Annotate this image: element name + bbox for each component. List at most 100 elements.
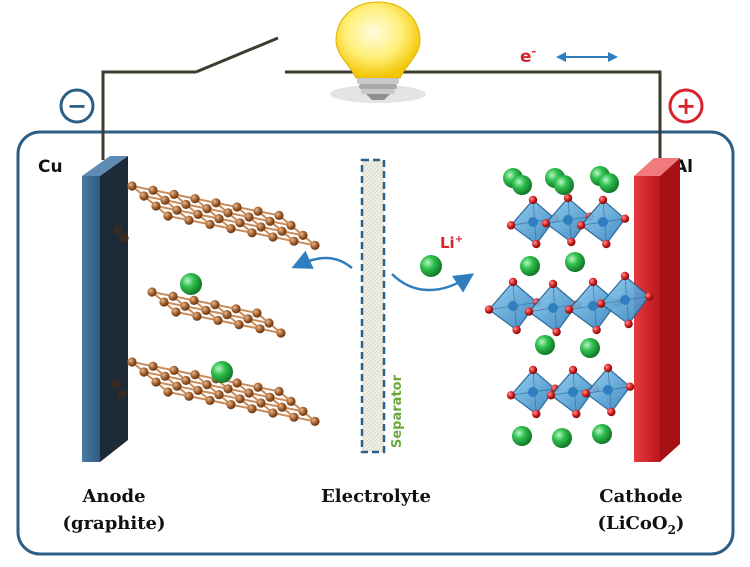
carbon-atom <box>202 380 212 390</box>
carbon-atom <box>211 198 221 208</box>
carbon-atom <box>210 300 220 310</box>
ion-arrow-right <box>391 273 475 293</box>
carbon-atom <box>171 307 181 317</box>
carbon-atom <box>127 181 137 191</box>
carbon-atom <box>139 367 149 377</box>
oxygen-atom <box>581 389 591 398</box>
electron-flow: e- <box>520 45 618 67</box>
lithium-ion <box>512 175 532 195</box>
carbon-atom <box>253 206 263 216</box>
carbon-atom <box>298 230 308 240</box>
oxygen-atom <box>506 221 516 230</box>
oxygen-atom <box>620 271 630 281</box>
oxygen-atom <box>532 239 541 249</box>
oxygen-atom <box>624 319 633 329</box>
carbon-atom <box>286 220 296 230</box>
graphite-sheet-middle <box>147 287 286 338</box>
anode-sublabel: (graphite) <box>62 513 165 534</box>
oxygen-atom <box>506 391 516 400</box>
carbon-atom <box>189 295 199 305</box>
oxygen-atom <box>588 277 598 287</box>
carbon-atom <box>201 305 211 315</box>
carbon-atom <box>265 392 275 402</box>
oxygen-atom <box>603 363 613 373</box>
carbon-atom <box>243 314 253 324</box>
external-circuit <box>101 36 662 162</box>
carbon-atom <box>277 226 287 236</box>
cobalt-atom <box>620 295 630 305</box>
oxygen-atom <box>512 325 521 335</box>
lithium-ion <box>512 426 532 446</box>
minus-symbol: − <box>67 92 87 120</box>
carbon-atom <box>264 318 274 328</box>
carbon-atom <box>184 391 194 401</box>
open-switch-icon[interactable] <box>195 36 279 74</box>
oxygen-atom <box>532 409 541 419</box>
cobalt-atom <box>568 387 578 397</box>
carbon-atom <box>247 228 257 238</box>
migrating-lithium-ion <box>420 255 442 277</box>
carbon-atom <box>235 394 245 404</box>
lithium-ion <box>599 173 619 193</box>
carbon-atom <box>214 390 224 400</box>
negative-terminal: − <box>59 88 95 124</box>
cobalt-atom <box>588 301 598 311</box>
carbon-atom <box>231 304 241 314</box>
cobalt-atom <box>528 217 538 227</box>
carbon-atom <box>268 232 278 242</box>
carbon-atom <box>172 381 182 391</box>
oxygen-atom <box>572 409 581 419</box>
lithium-ion <box>520 256 540 276</box>
oxygen-atom <box>607 407 616 417</box>
carbon-atom <box>184 215 194 225</box>
cobalt-oxide-octahedron <box>596 271 654 329</box>
light-bulb-icon <box>330 1 426 103</box>
carbon-atom <box>222 310 232 320</box>
positive-terminal: + <box>668 88 704 124</box>
carbon-atom <box>148 361 158 371</box>
carbon-atom <box>192 311 202 321</box>
lithium-ion <box>535 335 555 355</box>
carbon-atom <box>163 387 173 397</box>
oxygen-atom <box>484 305 494 314</box>
oxygen-atom <box>625 382 635 391</box>
carbon-atom <box>214 214 224 224</box>
anode-label: Anode <box>81 486 145 507</box>
oxygen-atom <box>508 277 518 287</box>
plus-symbol: + <box>676 92 696 120</box>
carbon-atom <box>169 365 179 375</box>
double-arrow-icon <box>556 52 618 62</box>
wire-right <box>285 70 662 162</box>
carbon-atom <box>181 199 191 209</box>
carbon-atom <box>310 416 320 426</box>
lithium-ion <box>592 424 612 444</box>
electrolyte-label: Electrolyte <box>321 486 431 507</box>
carbon-atom <box>180 301 190 311</box>
lithium-ion <box>580 338 600 358</box>
carbon-atom <box>244 212 254 222</box>
carbon-atom <box>127 357 137 367</box>
lithium-ion <box>552 428 572 448</box>
carbon-atom <box>202 204 212 214</box>
carbon-atom <box>113 225 123 235</box>
oxygen-atom <box>552 327 561 337</box>
carbon-atom <box>252 308 262 318</box>
cathode-plate <box>634 158 680 462</box>
oxygen-atom <box>644 292 654 301</box>
cobalt-atom <box>528 387 538 397</box>
carbon-atom <box>147 287 157 297</box>
cathode-label: Cathode <box>599 486 682 507</box>
oxygen-atom <box>564 305 574 314</box>
carbon-atom <box>234 320 244 330</box>
carbon-atom <box>223 208 233 218</box>
oxygen-atom <box>620 214 630 223</box>
carbon-atom <box>226 224 236 234</box>
oxygen-atom <box>602 239 611 249</box>
cobalt-atom <box>598 217 608 227</box>
carbon-atom <box>193 209 203 219</box>
carbon-atom <box>193 385 203 395</box>
oxygen-atom <box>524 307 534 316</box>
carbon-atom <box>298 406 308 416</box>
carbon-atom <box>247 404 257 414</box>
